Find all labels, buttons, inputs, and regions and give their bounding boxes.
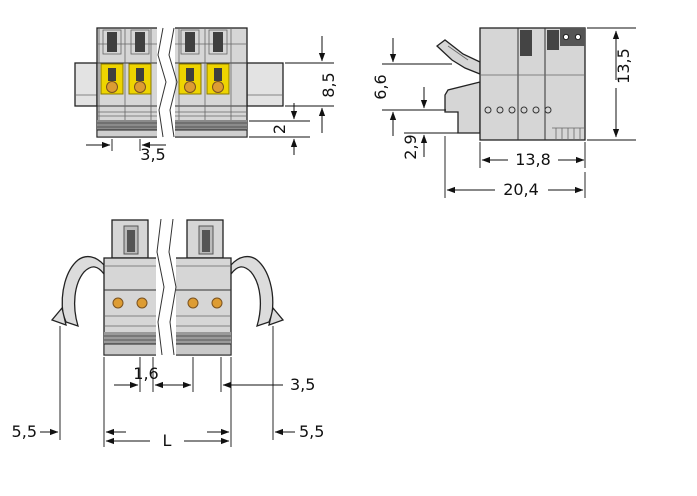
conductor-entry — [136, 297, 148, 309]
break-line — [156, 218, 165, 356]
conductor-entry — [106, 81, 118, 93]
dim-label-side-total-height: 13,5 — [614, 48, 633, 84]
break-line — [168, 218, 177, 356]
dim-label-side-upper: 6,6 — [371, 74, 390, 99]
conductor-entry — [211, 297, 223, 309]
bottom-view: 1,6 3,5 5,5 L — [12, 218, 324, 450]
strain-relief-foot — [444, 81, 481, 134]
break-line — [157, 27, 167, 138]
dim-label-side-total-depth: 20,4 — [503, 180, 539, 199]
left-latch — [50, 255, 105, 328]
terminal-module — [100, 29, 124, 95]
dim-label-front-height: 8,5 — [319, 72, 338, 97]
dim-label-total-length: L — [163, 431, 172, 450]
front-view: 8,5 2 3,5 — [74, 26, 338, 164]
right-wing — [246, 62, 284, 107]
connector-body-side — [479, 27, 586, 141]
right-latch — [230, 255, 285, 328]
dimension-side-total-height: 13,5 — [587, 27, 636, 141]
terminal-module — [128, 29, 152, 95]
clamp-slot — [136, 68, 144, 81]
dimension-bottom-slot: 1,6 — [114, 357, 179, 392]
conductor-entry — [112, 297, 124, 309]
conductor-entry — [187, 297, 199, 309]
dimension-bottom-pitch: 3,5 — [167, 357, 315, 394]
side-view: 6,6 2,9 13,5 13,8 — [371, 27, 636, 199]
latch-hook — [268, 306, 285, 327]
dim-label-latch-right: 5,5 — [299, 422, 324, 441]
dimension-front-height: 8,5 — [285, 36, 338, 133]
dimension-front-flange: 2 — [249, 103, 310, 155]
dim-label-side-lower: 2,9 — [401, 134, 420, 159]
terminal-module — [206, 29, 230, 95]
dim-label-bottom-slot: 1,6 — [133, 364, 158, 383]
dimension-front-pitch: 3,5 — [86, 139, 166, 164]
dim-label-front-flange: 2 — [270, 124, 289, 134]
dimension-latch-left: 5,5 — [12, 326, 126, 447]
latch-hook — [50, 306, 67, 327]
locking-lever — [435, 39, 481, 75]
left-wing — [74, 62, 98, 107]
conductor-entry — [184, 81, 196, 93]
conductor-entry — [134, 81, 146, 93]
terminal-module — [178, 29, 202, 95]
dim-label-latch-left: 5,5 — [12, 422, 37, 441]
dimension-side-total-depth: 20,4 — [444, 136, 586, 199]
dimension-latch-right: 5,5 — [207, 326, 324, 441]
dimension-side-lower: 2,9 — [401, 87, 458, 160]
clamp-slot — [186, 68, 194, 81]
dimension-side-upper: 6,6 — [371, 38, 452, 136]
dimension-total-length: L — [105, 357, 232, 450]
dim-label-side-depth: 13,8 — [515, 150, 551, 169]
dim-label-bottom-pitch: 3,5 — [290, 375, 315, 394]
break-line — [168, 27, 178, 138]
dimension-side-depth: 13,8 — [479, 142, 586, 169]
dim-label-front-pitch: 3,5 — [140, 145, 165, 164]
clamp-slot — [214, 68, 222, 81]
conductor-entry — [212, 81, 224, 93]
clamp-slot — [108, 68, 116, 81]
